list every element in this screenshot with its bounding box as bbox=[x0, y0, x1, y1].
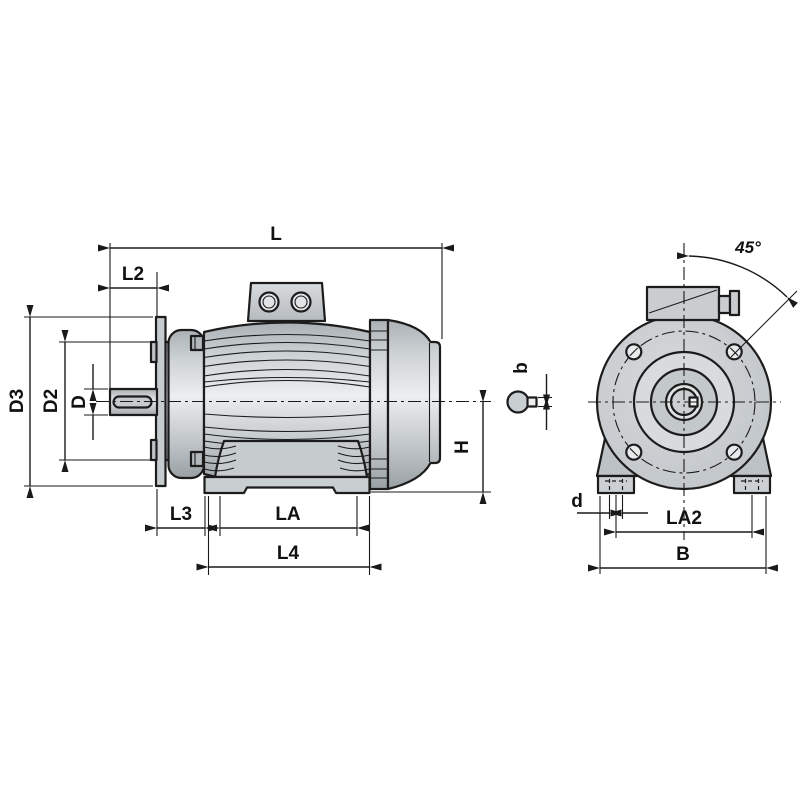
spigot-tab bbox=[149, 340, 158, 364]
terminal-box-front bbox=[645, 285, 741, 322]
cable-gland-neck bbox=[717, 294, 732, 315]
dimension-label-L2: L2 bbox=[122, 264, 144, 285]
foot-hole-hidden-lines bbox=[605, 479, 763, 493]
dimension-label-D: D bbox=[69, 395, 90, 409]
dimension-label-L4: L4 bbox=[277, 543, 300, 564]
dimension-b: b bbox=[511, 362, 552, 430]
cable-gland-cap bbox=[728, 289, 741, 317]
cable-entry-hole bbox=[290, 291, 312, 313]
dimension-label-B: B bbox=[676, 544, 690, 565]
dimension-LA2: LA2 bbox=[604, 495, 764, 538]
cooling-fins bbox=[203, 333, 371, 448]
dimension-H: H bbox=[371, 390, 491, 504]
dimension-label-LA: LA bbox=[275, 504, 301, 525]
dimension-45deg: 45° bbox=[676, 238, 799, 358]
dimension-D2: D2 bbox=[41, 330, 150, 472]
dimension-L3: L3 bbox=[145, 489, 217, 536]
dimension-label-H: H bbox=[452, 440, 473, 454]
dimension-B: B bbox=[588, 496, 778, 574]
fan-cover bbox=[368, 318, 442, 491]
dimension-L2: L2 bbox=[98, 264, 169, 316]
dimension-label-b: b bbox=[511, 362, 532, 374]
terminal-box-side bbox=[246, 281, 327, 323]
dimension-label-D2: D2 bbox=[41, 389, 62, 413]
dimension-label-LA2: LA2 bbox=[666, 508, 702, 529]
dimension-label-45deg: 45° bbox=[734, 238, 761, 257]
spigot-tab bbox=[149, 438, 158, 462]
flange-screws bbox=[625, 343, 743, 461]
dimension-LA: LA bbox=[208, 496, 369, 536]
dimension-L4: L4 bbox=[196, 496, 382, 575]
dimension-D3: D3 bbox=[7, 305, 153, 498]
dimension-label-L: L bbox=[270, 224, 282, 245]
dimension-L: L bbox=[98, 224, 454, 388]
side-view: L L2 D3 D2 D L3 bbox=[7, 224, 552, 575]
dimension-label-d: d bbox=[571, 491, 583, 512]
cable-entry-hole bbox=[258, 291, 280, 313]
key-section bbox=[526, 396, 538, 408]
mounting-foot-side bbox=[203, 439, 371, 495]
shaft-section-circle bbox=[506, 390, 530, 414]
key-cross-section-detail: b bbox=[506, 362, 552, 430]
dimension-D: D bbox=[69, 364, 108, 440]
tie-rod-bolt bbox=[189, 334, 205, 468]
dimension-label-D3: D3 bbox=[7, 389, 28, 413]
foot-pads bbox=[596, 474, 772, 495]
stator-body bbox=[189, 321, 372, 495]
front-view: 45° d LA2 B bbox=[571, 238, 799, 574]
dimension-d: d bbox=[571, 491, 648, 519]
dimension-label-L3: L3 bbox=[170, 504, 192, 525]
